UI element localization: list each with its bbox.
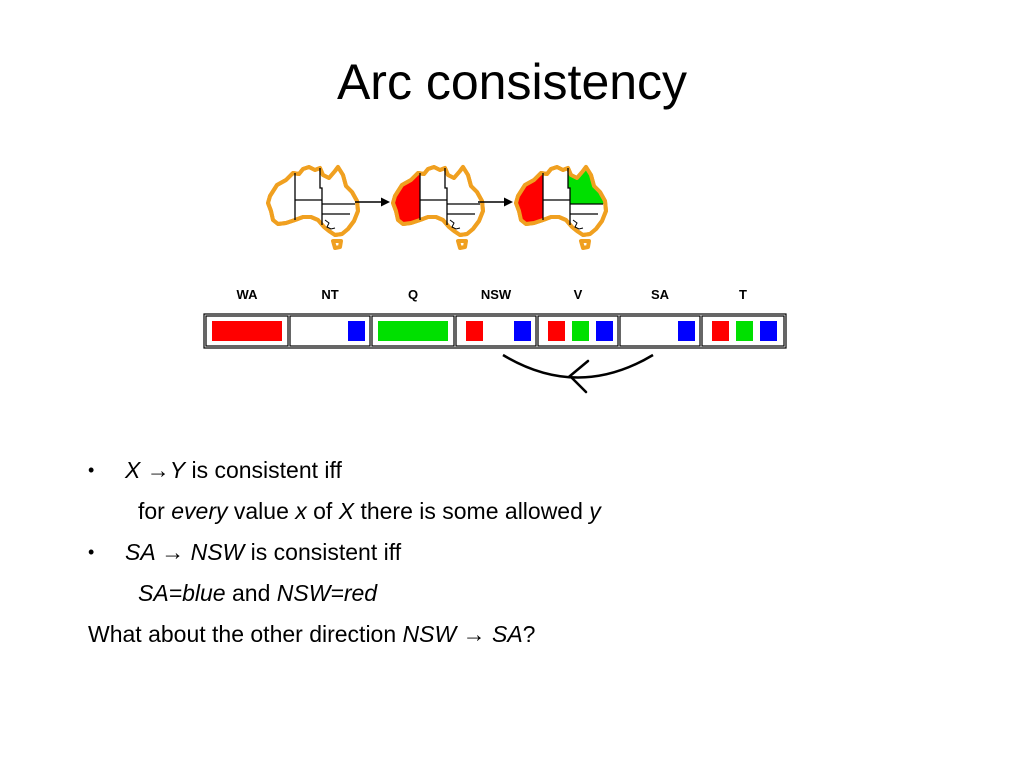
domain-cell-nt <box>289 315 371 347</box>
value-swatch-blue <box>760 321 777 341</box>
domain-cell-wa <box>205 315 289 347</box>
text-segment: is consistent iff <box>244 539 402 565</box>
region-wa-fill <box>516 173 543 224</box>
bullet-line: SA → NSW is consistent iff <box>125 537 401 567</box>
state-borders <box>294 168 355 225</box>
map-coast <box>391 165 485 237</box>
victoria-border <box>324 219 336 230</box>
var-header: Q <box>408 287 418 302</box>
text-segment: Y <box>169 457 186 483</box>
value-swatch-blue <box>514 321 531 341</box>
text-segment: x <box>295 498 307 524</box>
text-segment: → <box>161 539 191 565</box>
arc-arrow-head <box>568 359 590 394</box>
bullet-marker: • <box>88 460 95 480</box>
step-arrow-head <box>381 197 390 207</box>
value-swatch-blue <box>678 321 695 341</box>
indented-line: SA=blue and NSW=red <box>138 578 377 608</box>
value-swatch-red <box>466 321 483 341</box>
arc-arrow-curve <box>502 353 654 379</box>
var-header: T <box>739 287 747 302</box>
text-segment: NSW <box>402 621 463 647</box>
map-coast <box>514 165 608 237</box>
domain-cell-v <box>537 315 619 347</box>
domain-cell-q <box>371 315 455 347</box>
domain-cell-nsw <box>455 315 537 347</box>
tasmania <box>579 239 591 250</box>
text-segment: → <box>462 621 492 647</box>
body-line: What about the other direction NSW → SA? <box>88 619 535 649</box>
text-segment: NSW <box>190 539 245 565</box>
australia-map <box>514 165 608 250</box>
var-header: WA <box>237 287 259 302</box>
value-swatch-red <box>212 321 282 341</box>
slide-title: Arc consistency <box>336 54 688 110</box>
map-coast <box>266 165 360 237</box>
value-swatch-green <box>378 321 448 341</box>
text-segment: What about the other direction <box>88 621 403 647</box>
var-header: SA <box>651 287 670 302</box>
state-borders <box>542 168 603 225</box>
text-segment: y <box>589 498 601 524</box>
text-segment: for <box>138 498 172 524</box>
var-header: NSW <box>481 287 512 302</box>
bullet-marker: • <box>88 542 95 562</box>
domain-table: WA NT Q NSW V SA T <box>203 287 787 394</box>
value-swatch-red <box>712 321 729 341</box>
value-swatch-green <box>572 321 589 341</box>
var-header: V <box>574 287 583 302</box>
australia-map <box>266 165 360 250</box>
var-header: NT <box>321 287 338 302</box>
value-swatch-green <box>736 321 753 341</box>
victoria-border <box>449 219 461 230</box>
indented-line: for every value x of X there is some all… <box>138 496 601 526</box>
bullet-line: X →Y is consistent iff <box>125 455 342 485</box>
text-segment: X <box>125 457 147 483</box>
australia-map <box>391 165 485 250</box>
text-segment: every <box>171 498 228 524</box>
victoria-border <box>572 219 584 230</box>
domain-cell-t <box>701 315 785 347</box>
region-q-fill <box>568 167 604 204</box>
text-segment: and <box>225 580 277 606</box>
value-swatch-blue <box>596 321 613 341</box>
text-segment: SA=blue <box>138 580 226 606</box>
step-arrow-head <box>504 197 513 207</box>
domain-cell-sa <box>619 315 701 347</box>
text-segment: X <box>338 498 355 524</box>
text-segment: NSW=red <box>276 580 378 606</box>
text-segment: is consistent iff <box>185 457 342 483</box>
table-frame <box>203 313 787 349</box>
text-segment: SA <box>125 539 162 565</box>
state-borders <box>419 168 480 225</box>
text-segment: of <box>306 498 339 524</box>
text-segment: → <box>146 457 170 483</box>
tasmania <box>331 239 343 250</box>
region-wa-fill <box>393 173 420 224</box>
value-swatch-blue <box>348 321 365 341</box>
text-segment: SA <box>491 621 523 647</box>
text-segment: there is some allowed <box>354 498 590 524</box>
australia-maps <box>266 165 608 250</box>
value-swatch-red <box>548 321 565 341</box>
text-segment: value <box>227 498 296 524</box>
text-segment: ? <box>522 621 536 647</box>
tasmania <box>456 239 468 250</box>
